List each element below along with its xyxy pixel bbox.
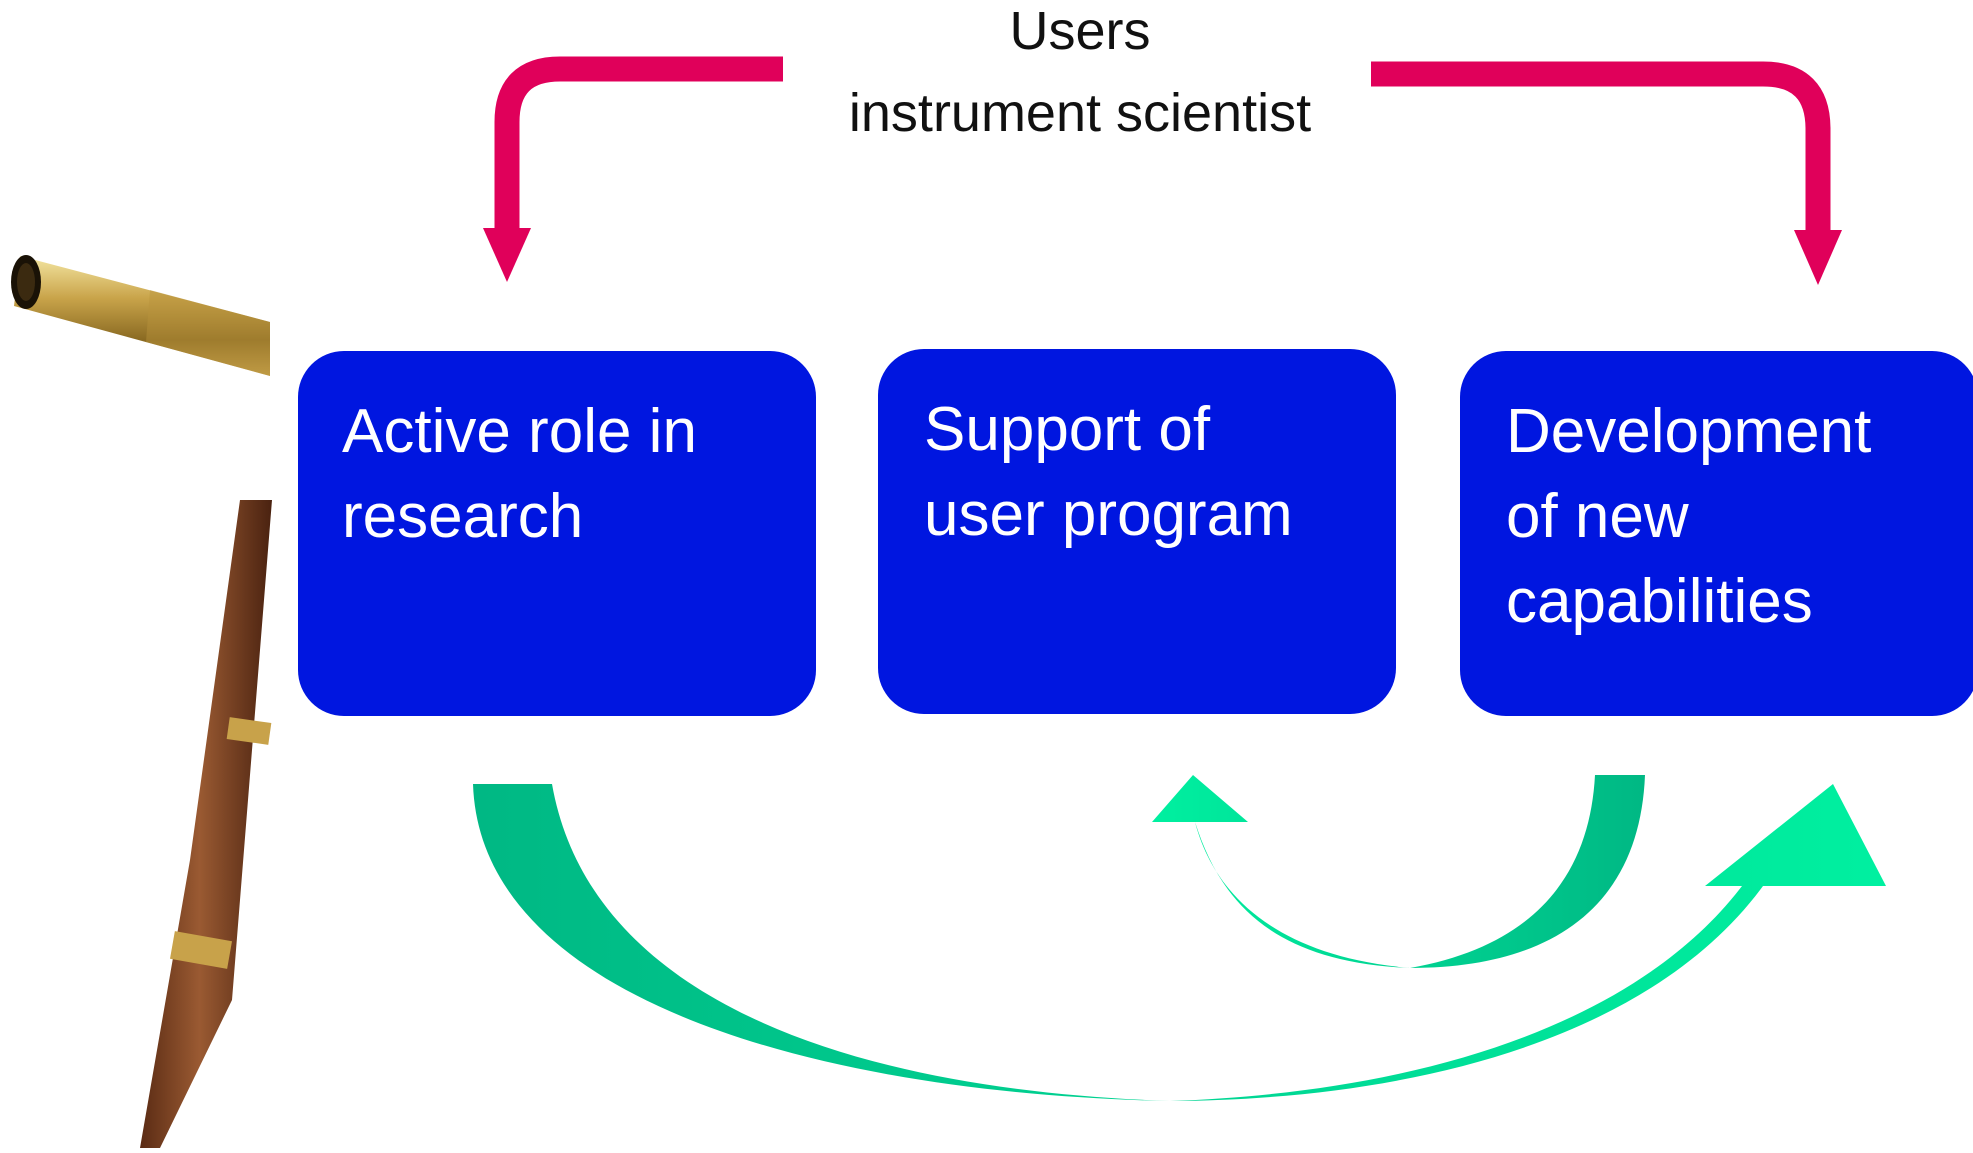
bottom-big-arrow xyxy=(473,784,1886,1101)
box-active-role-research: Active role in research xyxy=(298,351,816,716)
top-right-arrow xyxy=(1371,61,1842,285)
box-dev-line-2: of new xyxy=(1506,482,1689,551)
box-support-line-1: Support of xyxy=(924,395,1211,464)
box-support-user-program: Support of user program xyxy=(878,349,1396,714)
top-label-users: Users xyxy=(1009,1,1151,61)
bottom-small-arrow xyxy=(1152,775,1645,968)
box-research-line-2: research xyxy=(342,482,584,551)
top-label-instrument-scientist: instrument scientist xyxy=(848,83,1312,143)
box-support-line-2: user program xyxy=(924,480,1293,549)
box-development-new-capabilities: Development of new capabilities xyxy=(1460,351,1973,716)
box-dev-line-3: capabilities xyxy=(1506,567,1813,636)
telescope-icon xyxy=(11,255,272,1148)
top-left-arrow xyxy=(483,56,783,282)
box-research-line-1: Active role in xyxy=(342,397,697,466)
box-dev-line-1: Development xyxy=(1506,397,1872,466)
